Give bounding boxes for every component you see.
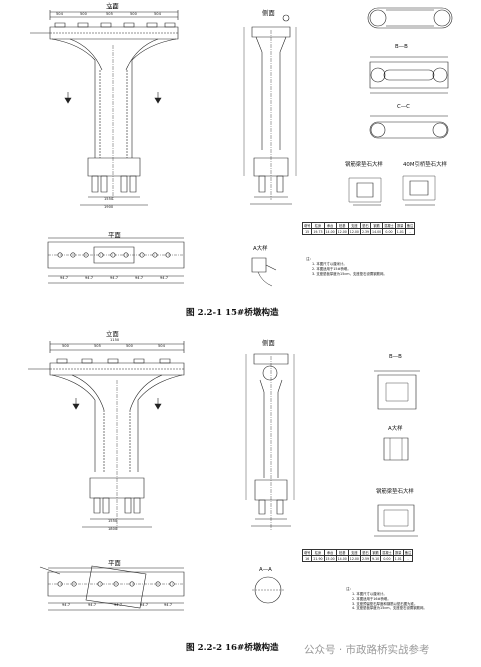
front-view-title: 立面 <box>106 2 119 10</box>
section-bb-title-2: B—B <box>389 354 402 360</box>
table-cell: 14.00 <box>370 228 384 235</box>
sections-drawing <box>0 0 481 300</box>
plan-dim-5: 94.7 <box>160 276 169 280</box>
figure-caption-2: 图 2.2-2 16#桥墩构造 <box>186 643 279 653</box>
table-cell: 1.01 <box>392 555 404 562</box>
plan-view-title-2: 平面 <box>108 559 121 567</box>
plan-dim-3: 94.7 <box>110 276 119 280</box>
top-dim-total-2: 1150 <box>110 338 120 342</box>
table-header-row: 墩号 柱身 承台 桩基 支座 垫石 钢筋 混凝土 数量 备注 <box>301 222 416 229</box>
plan-dim-2-4: 94.7 <box>140 603 149 607</box>
top-dim-3: 505 <box>106 12 113 16</box>
table-cell: 15.00 <box>323 555 337 562</box>
side-view-title: 侧面 <box>262 9 275 17</box>
side-elevation-drawing <box>0 0 481 300</box>
table-cell: 2.59 <box>359 555 372 562</box>
detail-a-title: A大样 <box>253 246 268 252</box>
table-cell: 15 <box>301 228 313 235</box>
bottom-dim-2-1: 1550 <box>108 519 118 523</box>
table-header-cell: 混凝土 <box>380 549 394 556</box>
bottom-dim-2: 1900 <box>104 205 114 209</box>
table-cell: 14.00 <box>335 555 349 562</box>
note-line: 4. 支座垫板厚度为15cm，支座垫石设置钢筋网。 <box>352 606 427 611</box>
section-aa-title: A—A <box>259 567 272 573</box>
table-row: 15 19.73 14.00 12.00 12.00 2.39 14.00 0.… <box>301 228 416 235</box>
notes-2: 注： 1. 本图尺寸以厘米计。 2. 本图适用于16#桥墩。 3. 支座预留垫石… <box>346 587 427 611</box>
note-heading: 注： <box>306 257 314 261</box>
plan-dim-4: 94.7 <box>135 276 144 280</box>
plan-dim-2-1: 94.7 <box>62 603 71 607</box>
top-dim-2: 500 <box>80 12 87 16</box>
side-view-title-2: 侧面 <box>262 339 275 347</box>
top-dim-4: 500 <box>130 12 137 16</box>
top-dim-2-1: 500 <box>62 344 69 348</box>
bottom-dim-2-2: 1800 <box>108 527 118 531</box>
note-line: 2. 本图适用于16#桥墩。 <box>352 596 391 601</box>
note-line: 1. 本图尺寸以厘米计。 <box>312 261 347 266</box>
front-elevation-drawing <box>0 0 481 300</box>
table-header-row: 墩号 柱身 承台 桩基 支座 垫石 钢筋 混凝土 数量 备注 <box>301 549 414 556</box>
plan-dim-2-3: 94.7 <box>114 603 123 607</box>
quantity-table-1: 墩号 柱身 承台 桩基 支座 垫石 钢筋 混凝土 数量 备注 15 19.73 … <box>301 222 416 235</box>
detail-a-title-2: A大样 <box>388 426 403 432</box>
table-cell: 12.00 <box>347 555 361 562</box>
figure-caption-1: 图 2.2-1 15#桥墩构造 <box>186 308 279 318</box>
section-bb-title: B—B <box>395 44 408 50</box>
table-row: 16 21.90 15.00 14.00 12.00 2.59 9.10 0.0… <box>301 555 414 562</box>
plan-view-title: 平面 <box>108 231 121 239</box>
watermark-text: 公众号 · 市政路桥实战参考 <box>304 644 430 656</box>
pad-detail-title-2: 40M引桥垫石大样 <box>403 162 447 168</box>
note-line: 1. 本图尺寸以厘米计。 <box>352 591 387 596</box>
notes-1: 注： 1. 本图尺寸以厘米计。 2. 本图适用于15#桥墩。 3. 支座垫板厚度… <box>306 257 387 276</box>
pad-detail-title-2-1: 钢筋梁垫石大样 <box>376 489 414 495</box>
pad-detail-title-1: 钢筋梁垫石大样 <box>345 162 383 168</box>
plan-dim-2-5: 94.7 <box>164 603 173 607</box>
note-line: 2. 本图适用于15#桥墩。 <box>312 266 351 271</box>
table-cell: - <box>404 228 416 235</box>
quantity-table-2: 墩号 柱身 承台 桩基 支座 垫石 钢筋 混凝土 数量 备注 16 21.90 … <box>301 549 414 562</box>
note-line: 3. 支座预留垫石厚度和钢筋以垫石图为准。 <box>352 601 418 606</box>
top-dim-total: 1510 <box>108 6 118 10</box>
plan-dim-2-2: 94.7 <box>88 603 97 607</box>
note-line: 3. 支座垫板厚度为15cm，支座垫石设置钢筋网。 <box>312 271 387 276</box>
table-cell: - <box>402 555 414 562</box>
table-cell: 9.10 <box>370 555 382 562</box>
top-dim-2-3: 500 <box>126 344 133 348</box>
top-dim-2-2: 505 <box>94 344 101 348</box>
top-dim-2-4: 504 <box>158 344 165 348</box>
table-cell: 16 <box>301 555 313 562</box>
table-cell: 0.00 <box>380 555 394 562</box>
watermark: 公众号 · 市政路桥实战参考 <box>304 638 430 657</box>
top-dim-1: 504 <box>56 12 63 16</box>
front-view-title-2: 立面 <box>106 330 119 338</box>
bottom-dim-1: 1550 <box>104 197 114 201</box>
section-cc-title: C—C <box>397 104 410 110</box>
note-heading: 注： <box>346 587 354 591</box>
table-cell: 21.90 <box>311 555 325 562</box>
plan-dim-2: 94.7 <box>85 276 94 280</box>
plan-dim-1: 94.7 <box>60 276 69 280</box>
top-dim-5: 504 <box>154 12 161 16</box>
table-cell: 12.00 <box>347 228 361 235</box>
